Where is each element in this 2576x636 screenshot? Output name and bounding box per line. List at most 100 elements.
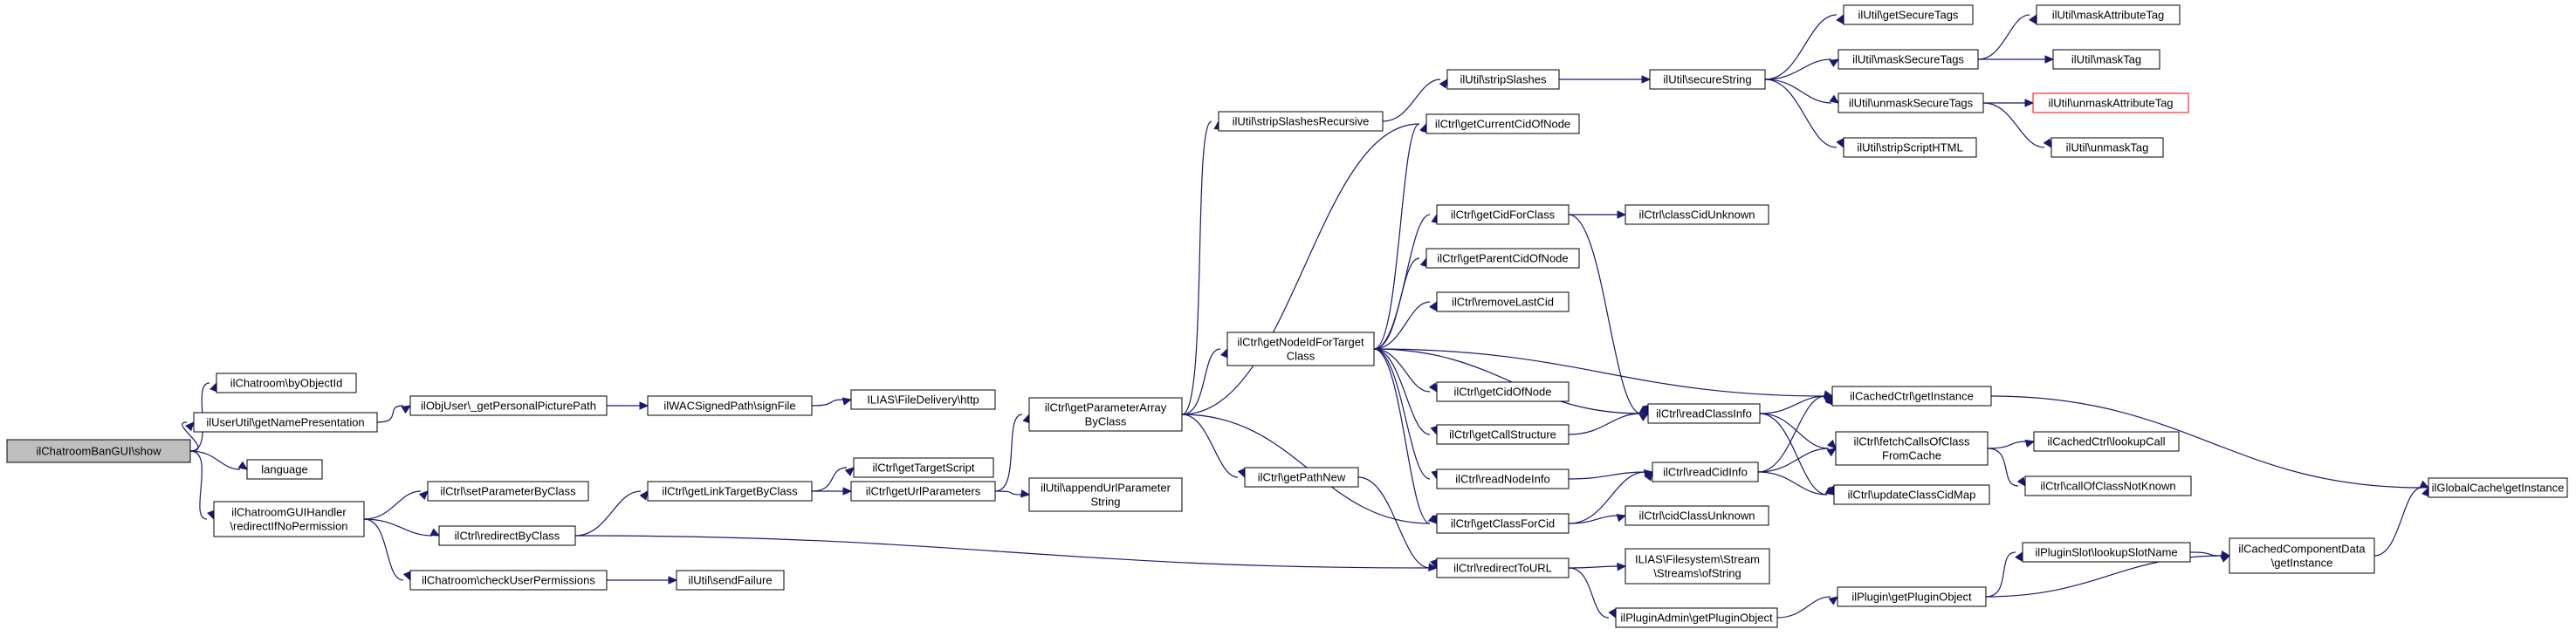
- call-edge: [811, 487, 853, 496]
- function-node-getClassForCid[interactable]: ilCtrl\getClassForCid: [1436, 513, 1570, 534]
- function-node-unmaskTag[interactable]: ilUtil\unmaskTag: [2050, 137, 2164, 158]
- arrowhead: [1641, 75, 1652, 84]
- node-label: ilCtrl\classCidUnknown: [1639, 209, 1755, 222]
- function-node-readNodeInfo[interactable]: ilCtrl\readNodeInfo: [1436, 468, 1570, 489]
- node-label: ILIAS\FileDelivery\http: [867, 393, 979, 407]
- node-label: ilPlugin\getPluginObject: [1851, 591, 1972, 604]
- function-node-getCallStructure[interactable]: ilCtrl\getCallStructure: [1436, 424, 1570, 445]
- call-edge: [1776, 596, 1838, 619]
- function-node-getNamePres[interactable]: ilUserUtil\getNamePresentation: [193, 412, 378, 433]
- node-box: [1831, 386, 1992, 407]
- function-node-readClassInfo[interactable]: ilCtrl\readClassInfo: [1647, 403, 1761, 424]
- function-node-show[interactable]: ilChatroomBanGUI\show: [6, 439, 191, 463]
- node-box: [1436, 513, 1570, 534]
- function-node-fileDelivery[interactable]: ILIAS\FileDelivery\http: [850, 389, 996, 410]
- function-node-callOfClassNotKnown[interactable]: ilCtrl\callOfClassNotKnown: [2024, 475, 2192, 496]
- node-label: ilCtrl\getTargetScript: [872, 462, 974, 475]
- function-node-maskTag[interactable]: ilUtil\maskTag: [2052, 49, 2160, 70]
- node-label: ilUtil\stripScriptHTML: [1857, 141, 1962, 154]
- function-node-cachedCompGetInstance[interactable]: ilCachedComponentData\getInstance: [2229, 537, 2375, 574]
- function-node-cidClassUnknown[interactable]: ilCtrl\cidClassUnknown: [1625, 505, 1769, 526]
- node-box: [1425, 248, 1580, 269]
- node-box: [438, 525, 576, 546]
- function-node-stripScriptHTML[interactable]: ilUtil\stripScriptHTML: [1843, 137, 1977, 158]
- node-box: [2024, 475, 2192, 496]
- function-node-globalCacheGetInstance[interactable]: ilGlobalCache\getInstance: [2428, 477, 2568, 498]
- node-label: ilWACSignedPath\signFile: [663, 400, 795, 413]
- function-node-lookupCall[interactable]: ilCachedCtrl\lookupCall: [2033, 431, 2180, 452]
- arrowhead: [1220, 347, 1228, 359]
- arrowhead: [2029, 13, 2037, 24]
- function-node-getCidOfNode[interactable]: ilCtrl\getCidOfNode: [1436, 381, 1570, 402]
- node-label: ilCtrl\getParameterArray: [1045, 401, 1167, 414]
- arrowhead: [639, 490, 649, 501]
- function-node-updateClassCidMap[interactable]: ilCtrl\updateClassCidMap: [1833, 484, 1990, 505]
- node-label: ilChatroomGUIHandler: [231, 506, 347, 519]
- function-node-maskAttrTag[interactable]: ilUtil\maskAttributeTag: [2036, 4, 2181, 25]
- function-node-sendFailure[interactable]: ilUtil\sendFailure: [676, 570, 785, 591]
- node-box: [193, 412, 378, 433]
- call-edge: [1759, 395, 1834, 414]
- node-label: ilUtil\appendUrlParameter: [1041, 482, 1171, 495]
- function-node-getLinkTarget[interactable]: ilCtrl\getLinkTargetByClass: [647, 481, 813, 502]
- function-node-getParentCid[interactable]: ilCtrl\getParentCidOfNode: [1425, 248, 1580, 269]
- node-box: [1436, 424, 1570, 445]
- function-node-getPathNew[interactable]: ilCtrl\getPathNew: [1244, 467, 1359, 488]
- node-box: [1625, 505, 1769, 526]
- function-node-language[interactable]: language: [246, 459, 323, 480]
- arrowhead: [841, 397, 853, 406]
- node-label: ilUtil\unmaskTag: [2066, 141, 2149, 154]
- function-node-classCidUnknown[interactable]: ilCtrl\classCidUnknown: [1625, 204, 1769, 225]
- function-node-checkUserPerm[interactable]: ilChatroom\checkUserPermissions: [409, 570, 608, 591]
- arrowhead: [402, 571, 411, 582]
- node-box: [427, 481, 589, 502]
- function-node-stripSlashesRec[interactable]: ilUtil\stripSlashesRecursive: [1218, 111, 1384, 132]
- function-node-getPersonalPic[interactable]: ilObjUser\_getPersonalPicturePath: [409, 395, 608, 416]
- function-node-getPluginObj[interactable]: ilPlugin\getPluginObject: [1837, 586, 1987, 607]
- function-node-getUrlParams[interactable]: ilCtrl\getUrlParameters: [850, 481, 996, 502]
- function-node-setParamByClass[interactable]: ilCtrl\setParameterByClass: [427, 481, 589, 502]
- node-label: ilCtrl\getCidOfNode: [1454, 386, 1552, 399]
- node-label: FromCache: [1882, 449, 1941, 462]
- node-label: ilUtil\unmaskSecureTags: [1849, 97, 1974, 110]
- call-edge: [363, 518, 441, 537]
- node-label: ilCachedCtrl\lookupCall: [2047, 435, 2165, 448]
- function-node-readCidInfo[interactable]: ilCtrl\readCidInfo: [1652, 462, 1759, 482]
- arrowhead: [1836, 138, 1844, 149]
- node-label: ilCtrl\getUrlParameters: [866, 485, 981, 498]
- function-node-secureString[interactable]: ilUtil\secureString: [1649, 69, 1766, 90]
- node-box: [647, 481, 813, 502]
- function-node-signFile[interactable]: ilWACSignedPath\signFile: [647, 395, 813, 416]
- node-label: ilCtrl\setParameterByClass: [440, 485, 576, 498]
- function-node-redirectToURL[interactable]: ilCtrl\redirectToURL: [1436, 557, 1570, 578]
- node-label: ilCachedComponentData: [2238, 543, 2366, 556]
- call-edge: [376, 405, 412, 423]
- function-node-maskSecureTags[interactable]: ilUtil\maskSecureTags: [1838, 49, 1979, 70]
- arrowhead: [1429, 300, 1438, 311]
- function-node-removeLastCid[interactable]: ilCtrl\removeLastCid: [1436, 291, 1570, 312]
- function-node-redirectNoPerm[interactable]: ilChatroomGUIHandler\redirectIfNoPermiss…: [213, 501, 365, 537]
- function-node-redirectByClass[interactable]: ilCtrl\redirectByClass: [438, 525, 576, 546]
- function-node-unmaskSecureTags[interactable]: ilUtil\unmaskSecureTags: [1838, 92, 1984, 113]
- function-node-lookupSlotName[interactable]: ilPluginSlot\lookupSlotName: [2022, 542, 2191, 563]
- node-label: ilCtrl\getClassForCid: [1451, 517, 1555, 530]
- call-edge: [1764, 58, 1840, 80]
- function-node-getSecureTags[interactable]: ilUtil\getSecureTags: [1843, 4, 1974, 25]
- function-node-stripSlashes[interactable]: ilUtil\stripSlashes: [1446, 69, 1560, 90]
- function-node-getPluginObjAdmin[interactable]: ilPluginAdmin\getPluginObject: [1615, 607, 1778, 628]
- node-box: [216, 373, 357, 393]
- function-node-getTargetScript[interactable]: ilCtrl\getTargetScript: [853, 457, 994, 478]
- function-node-getCurrentCid[interactable]: ilCtrl\getCurrentCidOfNode: [1425, 113, 1580, 134]
- node-box: [676, 570, 785, 591]
- call-edge: [1987, 439, 2036, 449]
- function-node-unmaskAttrTag[interactable]: ilUtil\unmaskAttributeTag: [2032, 92, 2189, 113]
- function-node-byObjectId[interactable]: ilChatroom\byObjectId: [216, 373, 357, 393]
- function-node-getCidForClass[interactable]: ilCtrl\getCidForClass: [1436, 204, 1570, 225]
- function-node-cachedCtrlGetInstance[interactable]: ilCachedCtrl\getInstance: [1831, 386, 1992, 407]
- function-node-ofString[interactable]: ILIAS\Filesystem\Stream\Streams\ofString: [1625, 548, 1770, 585]
